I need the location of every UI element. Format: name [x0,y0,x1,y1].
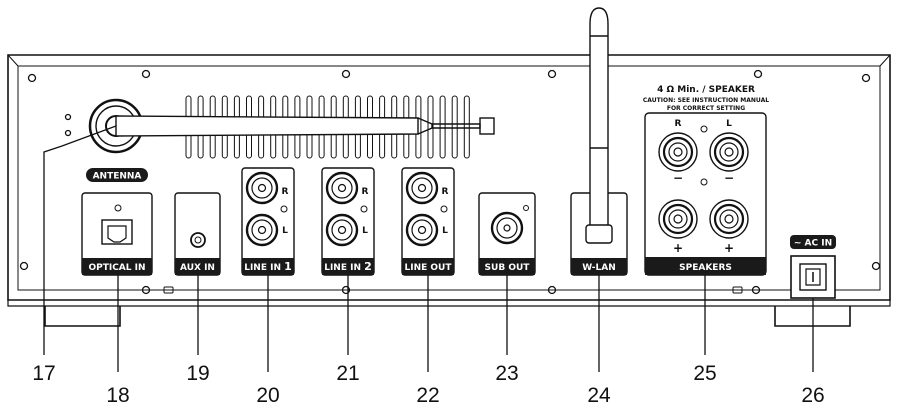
callout-18: 18 [106,384,129,407]
speaker-l-minus: − [724,171,734,185]
speaker-binding-post [658,132,698,172]
screw [141,69,151,79]
speaker-l-mark: L [726,119,732,129]
callout-25: 25 [693,362,716,385]
rca-jack [405,171,439,205]
speaker-l-plus: + [724,241,734,255]
channel-l-mark: L [282,226,288,236]
screw [753,69,763,79]
w-lan-label: W-LAN [582,263,616,273]
speaker-caution-line2: FOR CORRECT SETTING [667,105,745,112]
speaker-r-plus: + [673,241,683,255]
aux-in-port: AUX IN [174,192,221,276]
channel-l-mark: L [442,226,448,236]
rca-jack [405,213,439,247]
screws [19,69,881,295]
screw [141,285,151,295]
sub-out-label: SUB OUT [485,263,531,273]
switch-icons [163,286,743,294]
callout-numbers: 17 18 19 20 21 22 23 24 25 26 [32,362,824,407]
rca-jack [245,213,279,247]
callout-20: 20 [256,384,279,407]
channel-r-mark: R [362,187,369,197]
aux-in-label: AUX IN [180,263,215,273]
callout-17: 17 [32,362,55,385]
fm-antenna [88,98,495,154]
optical-in-label: OPTICAL IN [88,263,145,273]
optical-in-port: OPTICAL IN [81,192,153,276]
callout-leaders [43,125,814,372]
antenna-label: ANTENNA [93,172,142,182]
heat-sink-fin [439,95,446,159]
heat-sink-fin [427,95,434,159]
callout-24: 24 [587,384,611,407]
rca-jack [325,171,359,205]
callout-23: 23 [495,362,518,385]
heat-sink-fin [451,95,458,159]
ac-in-port: ~ AC IN [790,235,836,299]
speakers-block: 4 Ω Min. / SPEAKER CAUTION: SEE INSTRUCT… [643,85,769,276]
screw [871,261,881,271]
callout-26: 26 [801,384,824,407]
screw [861,73,871,83]
callout-21: 21 [336,362,359,385]
speaker-impedance: 4 Ω Min. / SPEAKER [657,85,755,95]
channel-l-mark: L [362,226,368,236]
line-out-label: LINE OUT [405,263,453,273]
rca-jack [325,213,359,247]
line-in-2-port: RL [321,167,375,276]
channel-r-mark: R [442,187,449,197]
sub-out-port: SUB OUT [478,192,536,276]
line-in-2-label: LINE IN 2 [324,260,372,273]
speaker-binding-post [709,199,749,239]
screw [547,285,557,295]
wlan-antenna [585,7,613,244]
screw [341,285,351,295]
callout-22: 22 [416,384,439,407]
screw [751,285,761,295]
speaker-caution-line1: CAUTION: SEE INSTRUCTION MANUAL [643,97,769,104]
antenna-label-badge: ANTENNA [86,168,148,182]
screw [341,69,351,79]
screw [19,261,29,271]
screw [27,73,37,83]
speaker-r-minus: − [673,171,683,185]
speaker-binding-post [658,199,698,239]
heat-sink-fin [463,95,470,159]
channel-r-mark: R [282,187,289,197]
rca-jack [245,171,279,205]
speaker-binding-post [709,132,749,172]
line-in-1-port: RL [241,167,295,276]
callout-19: 19 [186,362,209,385]
speakers-label: SPEAKERS [679,263,732,273]
line-in-1-label: LINE IN 1 [244,260,292,273]
screw [547,69,557,79]
line-out-port: RL [401,167,455,276]
speaker-r-mark: R [675,119,682,129]
ac-in-label: ~ AC IN [794,239,832,249]
